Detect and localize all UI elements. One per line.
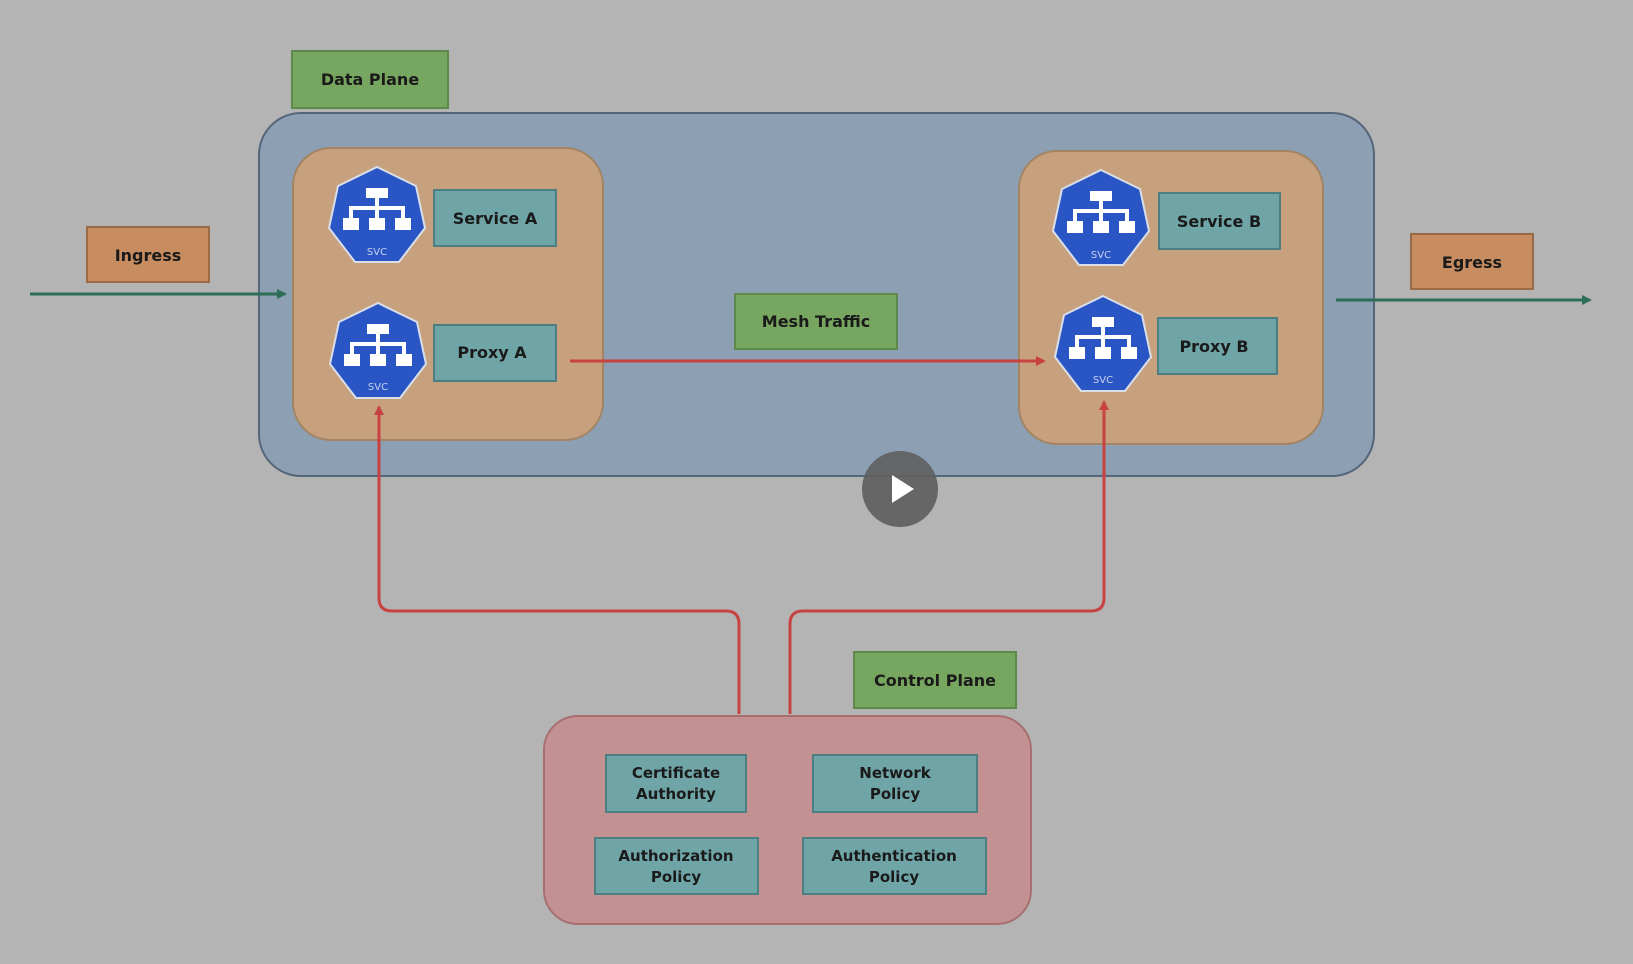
play-icon — [892, 475, 914, 503]
network-policy-box — [812, 754, 978, 813]
ingress-label-box — [86, 226, 210, 283]
proxy-b-label: Proxy B — [1179, 337, 1248, 356]
control-plane-label-box — [853, 651, 1017, 709]
service-a-box — [433, 189, 557, 247]
control-to-proxy-a-arrow — [374, 405, 741, 714]
authorization-policy-label: Authorization — [618, 847, 733, 865]
network-policy-label-line2: Policy — [870, 785, 920, 803]
svc-icon-label: SVC — [1091, 250, 1111, 261]
certificate-authority-label: Certificate — [632, 764, 720, 782]
authorization-policy-label-line2: Policy — [651, 868, 701, 886]
svc-icon-label: SVC — [1093, 375, 1113, 386]
certificate-authority-label-line2: Authority — [636, 785, 716, 803]
certificate-authority-box — [605, 754, 747, 813]
data-plane-label-box — [291, 50, 449, 109]
service-b-label: Service B — [1177, 212, 1261, 231]
authentication-policy-label: Authentication — [831, 847, 957, 865]
control-plane-label: Control Plane — [874, 671, 996, 690]
mesh-traffic-label: Mesh Traffic — [762, 312, 870, 331]
service-a-label: Service A — [453, 209, 538, 228]
egress-label-box — [1410, 233, 1534, 290]
proxy-b-box — [1157, 317, 1278, 375]
ingress-label: Ingress — [115, 246, 182, 265]
authentication-policy-label-line2: Policy — [869, 868, 919, 886]
data-plane-label: Data Plane — [321, 70, 419, 89]
svc-icon-label: SVC — [368, 382, 388, 393]
proxy-a-label: Proxy A — [457, 343, 527, 362]
proxy-a-box — [433, 324, 557, 382]
network-policy-label: Network — [859, 764, 931, 782]
service-b-box — [1158, 192, 1281, 250]
authentication-policy-box — [802, 837, 987, 895]
svc-icon-label: SVC — [367, 247, 387, 258]
mesh-traffic-label-box — [734, 293, 898, 350]
egress-label: Egress — [1442, 253, 1502, 272]
authorization-policy-box — [594, 837, 759, 895]
play-button[interactable] — [862, 451, 938, 527]
control-to-proxy-b-arrow — [788, 400, 1109, 714]
